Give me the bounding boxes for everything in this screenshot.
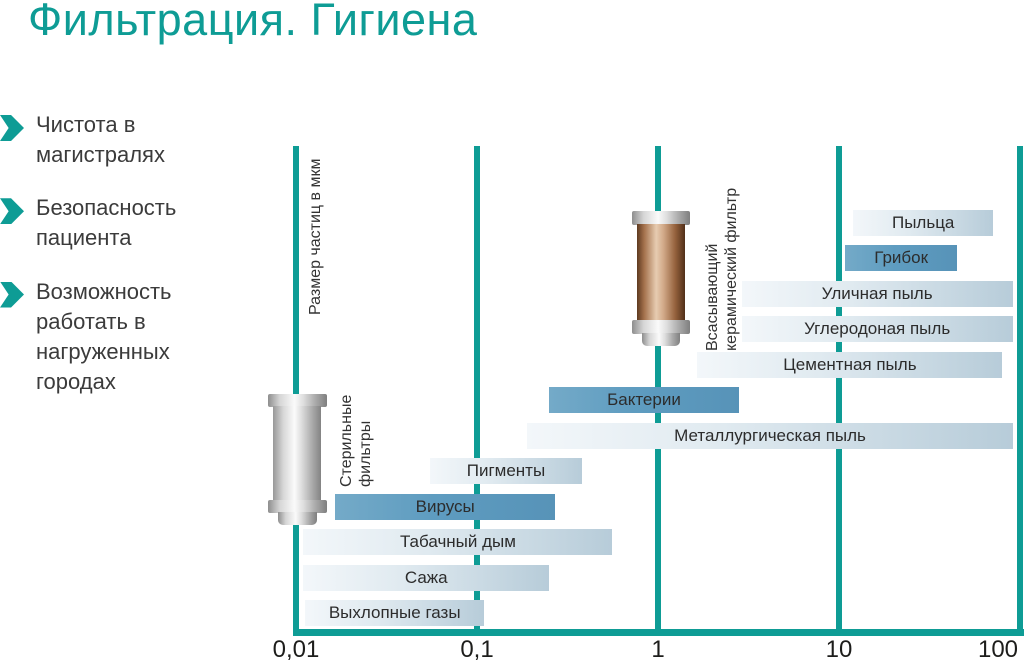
page-title: Фильтрация. Гигиена: [28, 0, 478, 45]
y-axis-label: Размер частиц в мкм: [307, 158, 324, 316]
range-bar-highlight: Грибок: [845, 245, 958, 272]
x-axis-tick-label: 0,01: [272, 636, 320, 661]
bullet-list: Чистота в магистралях Безопасность пацие…: [0, 110, 260, 420]
bullet-item: Возможность работать в нагруженных город…: [0, 277, 260, 398]
filter-top-flange: [268, 394, 327, 407]
bar-label: Сажа: [404, 567, 448, 587]
gridline: [293, 146, 299, 636]
range-bar-light: Углеродоная пыль: [741, 316, 1013, 343]
filter-body: [637, 224, 685, 321]
range-bar-light: Уличная пыль: [741, 280, 1013, 307]
range-bar-light: Пыльца: [853, 210, 994, 236]
label-line: керамический фильтр: [723, 187, 740, 351]
bar-label: Уличная пыль: [821, 283, 933, 303]
x-axis-tick-label: 100: [977, 636, 1019, 661]
filter-bottom-cap: [278, 512, 317, 525]
range-bar-highlight: Бактерии: [549, 387, 739, 414]
label-line: Стерильные: [338, 394, 355, 487]
bullet-item: Чистота в магистралях: [0, 110, 260, 170]
bullet-text: Чистота в магистралях: [36, 112, 165, 168]
gridline: [836, 146, 842, 636]
label-line: фильтры: [357, 420, 374, 487]
filter-bottom-flange: [268, 500, 327, 513]
label-line: Всасывающий: [704, 243, 721, 351]
bullet-text: Безопасность пациента: [36, 195, 177, 251]
gridline: [1017, 146, 1023, 636]
range-bar-light: Выхлопные газы: [304, 599, 485, 626]
gridline: [474, 146, 480, 636]
range-bar-light: Сажа: [303, 564, 550, 591]
range-bar-light: Металлургическая пыль: [527, 422, 1013, 449]
filter-bottom-cap: [642, 333, 680, 346]
range-bar-light: Цементная пыль: [697, 351, 1003, 378]
x-axis-tick-label: 0,1: [460, 636, 494, 661]
bar-label: Пигменты: [466, 461, 546, 481]
range-bar-light: Табачный дым: [303, 529, 613, 556]
filter-bottom-flange: [632, 320, 690, 334]
bar-label: Углеродоная пыль: [804, 319, 951, 339]
bullet-item: Безопасность пациента: [0, 193, 260, 253]
sterile-filter-label: Стерильные фильтры: [337, 377, 377, 487]
bar-label: Вирусы: [415, 496, 475, 516]
bar-label: Грибок: [874, 248, 929, 268]
bar-label: Цементная пыль: [783, 354, 917, 374]
range-bar-highlight: Вирусы: [335, 493, 556, 520]
bar-label: Металлургическая пыль: [674, 425, 866, 445]
range-bar-light: Пигменты: [430, 458, 582, 485]
bar-label: Выхлопные газы: [328, 602, 461, 622]
bar-label: Табачный дым: [399, 532, 516, 552]
ceramic-filter-label: Всасывающий керамический фильтр: [703, 167, 743, 351]
bar-label: Пыльца: [891, 213, 955, 232]
bullet-text: Возможность работать в нагруженных город…: [36, 278, 172, 394]
x-axis-tick-label: 10: [825, 636, 853, 661]
bar-label: Бактерии: [607, 390, 681, 410]
filter-top-flange: [632, 211, 690, 225]
x-axis-tick-label: 1: [651, 636, 665, 661]
filter-body: [273, 406, 321, 502]
